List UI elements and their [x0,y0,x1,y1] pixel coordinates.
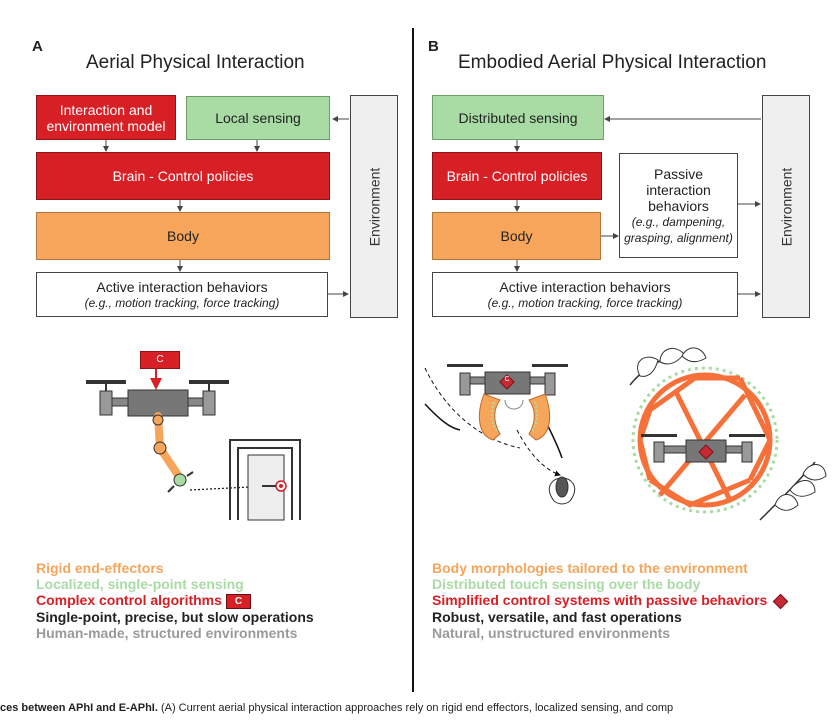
panel-b-arrows [514,116,761,297]
local-sensing-box: Local sensing [186,96,330,140]
panel-a-drone-illustration [86,369,301,521]
passive-behaviors-label: Passive interaction behaviors [646,165,711,214]
panel-b-environment-box: Environment [762,95,810,318]
panel-a-active-label: Active interaction behaviors [96,278,268,295]
panel-a-letter: A [32,38,43,55]
summary-b-1: Body morphologies tailored to the enviro… [432,560,748,576]
figure-caption: ces between APhI and E-APhI. (A) Current… [0,702,840,714]
summary-b-5: Natural, unstructured environments [432,625,671,641]
summary-a-2: Localized, single-point sensing [36,576,244,592]
panel-a-environment-box: Environment [350,95,398,318]
panel-b-cage-illustration [629,347,827,521]
summary-b-4: Robust, versatile, and fast operations [432,609,682,625]
panel-b-brain-label: Brain - Control policies [446,168,588,184]
panel-divider [412,28,414,692]
passive-behaviors-sublabel: (e.g., dampening, grasping, alignment) [624,214,733,245]
panel-a-active-box: Active interaction behaviors (e.g., moti… [36,272,328,317]
diamond-icon [773,593,789,610]
panel-b-title: Embodied Aerial Physical Interaction [458,52,767,73]
summary-a-1: Rigid end-effectors [36,560,164,576]
summary-b-2: Distributed touch sensing over the body [432,576,701,592]
panel-a-active-sublabel: (e.g., motion tracking, force tracking) [84,295,280,310]
panel-a-brain-label: Brain - Control policies [112,168,254,184]
panel-b-body-box: Body [432,212,601,260]
panel-b-active-label: Active interaction behaviors [499,278,671,295]
caption-bold: ces between APhI and E-APhI. [0,702,158,714]
summary-b-3-text: Simplified control systems with passive … [432,592,768,608]
panel-b-active-sublabel: (e.g., motion tracking, force tracking) [487,295,683,310]
controller-block-label: C [156,354,164,365]
caption-rest: (A) Current aerial physical interaction … [157,702,674,714]
distributed-sensing-label: Distributed sensing [458,109,578,126]
distributed-sensing-box: Distributed sensing [432,95,604,140]
panel-b-drone-label: C [504,376,510,383]
panel-b-active-box: Active interaction behaviors (e.g., moti… [432,272,738,317]
panel-b-environment-label: Environment [778,167,794,246]
panel-b-letter: B [428,38,439,55]
local-sensing-label: Local sensing [215,110,301,126]
panel-a-body-box: Body [36,212,330,260]
summary-a-4: Single-point, precise, but slow operatio… [36,609,314,625]
controller-badge-icon: C [225,593,252,609]
interaction-model-label: Interaction and environment model [46,101,166,134]
panel-b-grasp-illustration [424,364,576,505]
panel-b-brain-box: Brain - Control policies [432,152,602,200]
summary-b-3: Simplified control systems with passive … [432,592,789,610]
panel-a-title: Aerial Physical Interaction [86,52,305,73]
panel-a-environment-label: Environment [366,167,382,246]
summary-a-5: Human-made, structured environments [36,625,298,641]
summary-a-3-text: Complex control algorithms [36,592,222,608]
panel-a-body-label: Body [167,228,199,244]
panel-a-arrows [103,116,349,297]
panel-a-brain-box: Brain - Control policies [36,152,330,200]
panel-b-body-label: Body [500,228,533,244]
controller-block: C [140,351,180,369]
passive-behaviors-box: Passive interaction behaviors (e.g., dam… [619,153,738,258]
interaction-model-box: Interaction and environment model [36,95,176,140]
